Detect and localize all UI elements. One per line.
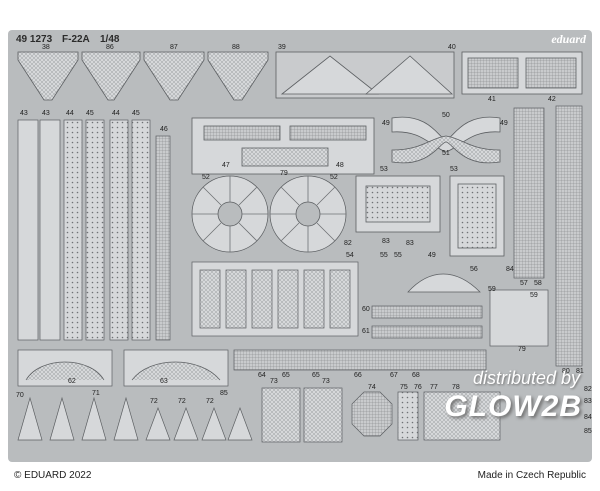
eduard-logo: eduard: [551, 32, 586, 46]
part-50: [391, 116, 501, 164]
set-number: 49 1273: [16, 34, 53, 45]
part-number: 53: [450, 166, 458, 173]
part-47-48: [191, 117, 375, 175]
part-number: 45: [132, 110, 140, 117]
part-number: 77: [430, 384, 438, 391]
part-number: 51: [442, 150, 450, 157]
part-number: 55: [394, 252, 402, 259]
part-number: 72: [206, 398, 214, 405]
part-number: 81: [576, 368, 584, 375]
part-number: 74: [368, 384, 376, 391]
part-number: 78: [452, 384, 460, 391]
part-number: 83: [584, 398, 592, 405]
part-number: 40: [448, 44, 456, 51]
part-number: 62: [68, 378, 76, 385]
part-55-61: [371, 273, 549, 347]
part-46: [155, 135, 171, 341]
part-number: 85: [584, 428, 592, 435]
part-number: 72: [178, 398, 186, 405]
strips-43-45: [17, 119, 151, 341]
part-number: 82: [344, 240, 352, 247]
part-number: 42: [548, 96, 556, 103]
part-number: 79: [518, 346, 526, 353]
part-number: 46: [160, 126, 168, 133]
strips-57-81: [513, 105, 583, 367]
part-number: 52: [330, 174, 338, 181]
watermark-line1: distributed by: [472, 368, 580, 388]
part-number: 80: [562, 368, 570, 375]
part-87: [143, 51, 205, 101]
part-number: 49: [428, 252, 436, 259]
part-number: 73: [270, 378, 278, 385]
part-number: 70: [16, 392, 24, 399]
part-53: [355, 175, 505, 257]
part-54: [191, 261, 359, 337]
part-number: 50: [442, 112, 450, 119]
part-number: 79: [280, 170, 288, 177]
part-number: 85: [220, 390, 228, 397]
copyright: © EDUARD 2022: [14, 470, 92, 481]
part-number: 71: [92, 390, 100, 397]
part-number: 60: [362, 306, 370, 313]
part-number: 54: [346, 252, 354, 259]
part-number: 75: [400, 384, 408, 391]
part-86: [81, 51, 141, 101]
part-number: 72: [150, 398, 158, 405]
part-number: 41: [488, 96, 496, 103]
scale-label: 1/48: [100, 34, 120, 45]
part-number: 65: [282, 372, 290, 379]
part-number: 56: [470, 266, 478, 273]
part-number: 43: [20, 110, 28, 117]
part-39: [275, 51, 455, 99]
part-number: 67: [390, 372, 398, 379]
part-number: 82: [584, 386, 592, 393]
origin-label: Made in Czech Republic: [477, 470, 586, 481]
part-number: 66: [354, 372, 362, 379]
part-number: 49: [382, 120, 390, 127]
part-number: 76: [414, 384, 422, 391]
part-number: 39: [278, 44, 286, 51]
part-38: [17, 51, 79, 101]
part-number: 63: [160, 378, 168, 385]
part-number: 73: [322, 378, 330, 385]
part-number: 57: [520, 280, 528, 287]
part-number: 64: [258, 372, 266, 379]
part-number: 44: [112, 110, 120, 117]
part-number: 86: [106, 44, 114, 51]
part-40-41: [461, 51, 583, 95]
watermark-logo: GLOW2B: [444, 390, 582, 423]
part-number: 47: [222, 162, 230, 169]
part-number: 58: [534, 280, 542, 287]
part-number: 49: [500, 120, 508, 127]
part-52-left: [191, 175, 269, 253]
part-number: 45: [86, 110, 94, 117]
part-number: 83: [382, 238, 390, 245]
part-88: [207, 51, 269, 101]
part-number: 44: [66, 110, 74, 117]
part-number: 68: [412, 372, 420, 379]
part-number: 38: [42, 44, 50, 51]
part-number: 87: [170, 44, 178, 51]
part-number: 83: [406, 240, 414, 247]
part-number: 59: [530, 292, 538, 299]
part-number: 53: [380, 166, 388, 173]
part-number: 88: [232, 44, 240, 51]
part-73-78: [261, 387, 501, 443]
part-79-wheel: [269, 175, 347, 253]
part-number: 65: [312, 372, 320, 379]
part-62-63: [17, 349, 229, 387]
part-number: 61: [362, 328, 370, 335]
part-number: 84: [506, 266, 514, 273]
part-number: 48: [336, 162, 344, 169]
part-number: 55: [380, 252, 388, 259]
part-70-72: [17, 396, 253, 441]
part-number: 59: [488, 286, 496, 293]
part-64-68: [233, 349, 487, 371]
part-number: 84: [584, 414, 592, 421]
model-name: F-22A: [62, 34, 90, 45]
part-number: 43: [42, 110, 50, 117]
part-number: 52: [202, 174, 210, 181]
